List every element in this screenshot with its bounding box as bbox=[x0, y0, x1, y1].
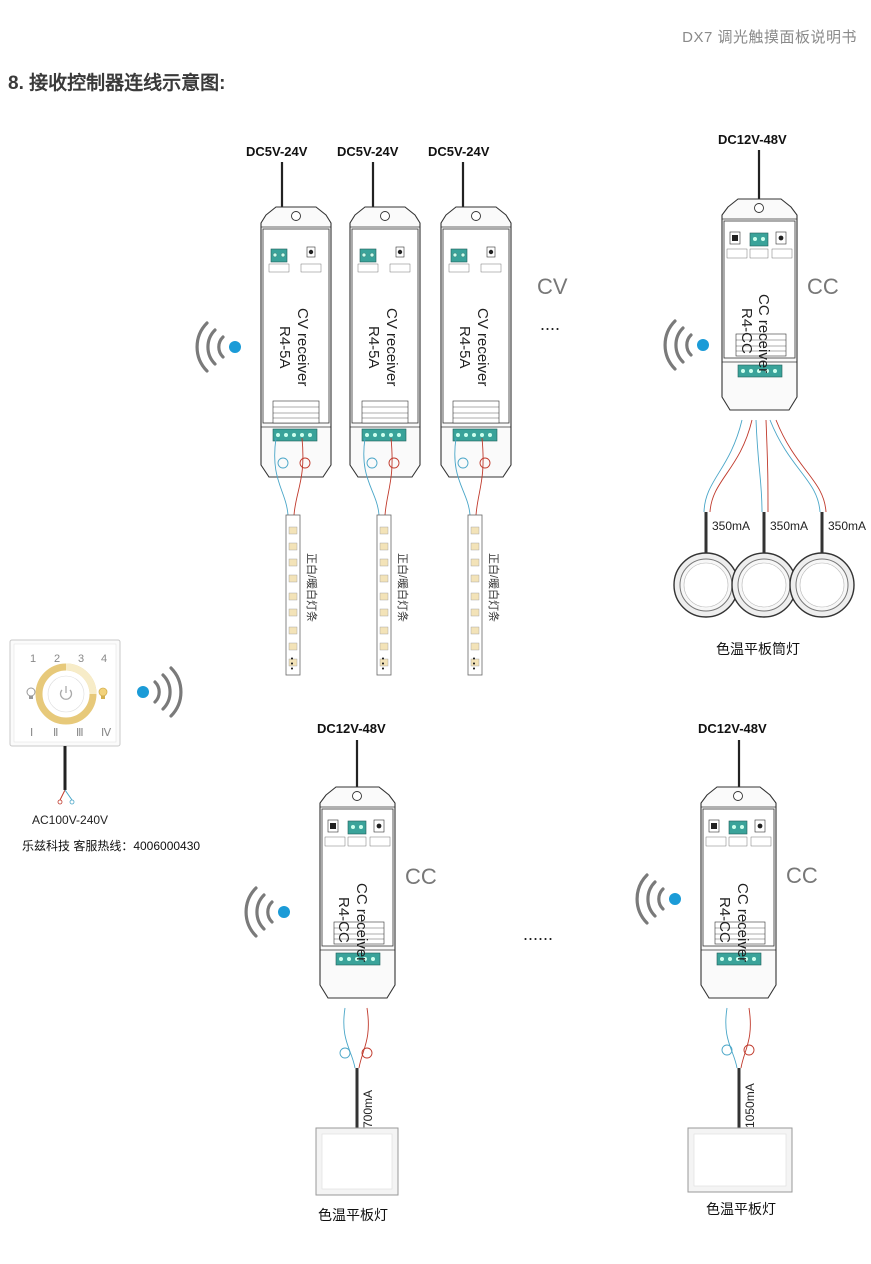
cc-br-lamp-label: 色温平板灯 bbox=[706, 1201, 776, 1217]
cc-top-receiver-model: R4-CC bbox=[738, 308, 755, 354]
wireless-signal-icon bbox=[663, 319, 711, 371]
cc-bl-receiver-name: CC receiver bbox=[353, 883, 370, 962]
svg-text:...: ... bbox=[378, 656, 398, 671]
cc-br-current: 1050mA bbox=[743, 1083, 757, 1128]
cc-br-receiver-name: CC receiver bbox=[734, 883, 751, 962]
cv-receiver-2-model: R4-5A bbox=[365, 326, 382, 369]
cc-top-group: DC12V-48V CC CC receiver R4-CC 350mA 350… bbox=[663, 132, 866, 657]
cc-br-mode-label: CC bbox=[786, 863, 818, 888]
cc-bl-current: 700mA bbox=[361, 1090, 375, 1128]
cc-top-receiver-name: CC receiver bbox=[755, 294, 772, 373]
cv-receiver-2: DC5V-24V CV receiver R4-5A 正白/暖白灯条 ... bbox=[337, 144, 421, 676]
cv-strip-2-label: 正白/暖白灯条 bbox=[396, 553, 410, 622]
cc-top-mode-label: CC bbox=[807, 274, 839, 299]
wireless-signal-icon bbox=[244, 886, 292, 938]
cv-strip-1-label: 正白/暖白灯条 bbox=[305, 553, 319, 622]
svg-text:...: ... bbox=[287, 656, 307, 671]
cc-top-current-3: 350mA bbox=[828, 519, 866, 533]
cc-bl-mode-label: CC bbox=[405, 864, 437, 889]
cv-mode-label: CV bbox=[537, 274, 568, 299]
document-title: DX7 调光触摸面板说明书 bbox=[682, 29, 857, 46]
cc-bl-receiver-model: R4-CC bbox=[335, 897, 352, 943]
cv-ellipsis: .... bbox=[540, 314, 560, 334]
wireless-signal-icon bbox=[137, 666, 183, 718]
cv-receiver-2-name: CV receiver bbox=[383, 308, 400, 386]
cv-receiver-3-voltage: DC5V-24V bbox=[428, 144, 490, 159]
cc-bottom-left-group: DC12V-48V CC CC receiver R4-CC 700mA 色温平… bbox=[244, 721, 437, 1223]
brand-hotline: 乐兹科技 客服热线：4006000430 bbox=[22, 838, 200, 853]
svg-text:...: ... bbox=[469, 656, 489, 671]
cc-bottom-right-group: DC12V-48V CC CC receiver R4-CC 1050mA 色温… bbox=[635, 721, 818, 1217]
zone-4-label: 4 bbox=[101, 653, 107, 665]
zone-I-label: Ⅰ bbox=[30, 727, 33, 739]
downlight-3 bbox=[789, 552, 855, 618]
cv-receiver-3: DC5V-24V CV receiver R4-5A 正白/暖白灯条 ... bbox=[428, 144, 512, 676]
power-icon bbox=[59, 686, 73, 700]
cv-receiver-1: DC5V-24V CV receiver R4-5A 正白/暖白灯条 ... bbox=[246, 144, 332, 676]
cc-top-lamp-label: 色温平板筒灯 bbox=[716, 641, 800, 657]
cc-ellipsis: ...... bbox=[523, 924, 553, 944]
cv-receiver-1-model: R4-5A bbox=[276, 326, 293, 369]
section-title: 8. 接收控制器连线示意图: bbox=[8, 73, 226, 94]
cc-top-current-2: 350mA bbox=[770, 519, 808, 533]
cv-receiver-1-voltage: DC5V-24V bbox=[246, 144, 308, 159]
panel-power-label: AC100V-240V bbox=[32, 813, 108, 827]
zone-3-label: 3 bbox=[78, 653, 84, 665]
zone-1-label: 1 bbox=[30, 653, 36, 665]
bulb-warm-icon bbox=[98, 687, 108, 699]
downlight-2 bbox=[731, 552, 797, 618]
dx7-touch-panel: 1 2 3 4 Ⅰ Ⅱ Ⅲ Ⅳ bbox=[9, 639, 200, 853]
cc-top-voltage: DC12V-48V bbox=[718, 132, 787, 147]
cc-br-receiver-model: R4-CC bbox=[716, 897, 733, 943]
cv-strip-3-label: 正白/暖白灯条 bbox=[487, 553, 501, 622]
cv-receiver-3-model: R4-5A bbox=[456, 326, 473, 369]
downlight-1 bbox=[673, 552, 739, 618]
wireless-signal-icon bbox=[195, 321, 243, 373]
cv-group: CV .... DC5V-24V CV receiver R4-5A 正白/暖白… bbox=[195, 144, 568, 676]
cc-bl-voltage: DC12V-48V bbox=[317, 721, 386, 736]
cv-receiver-1-name: CV receiver bbox=[294, 308, 311, 386]
cc-top-current-1: 350mA bbox=[712, 519, 750, 533]
cc-bl-lamp-label: 色温平板灯 bbox=[318, 1207, 388, 1223]
zone-IV-label: Ⅳ bbox=[101, 727, 112, 739]
zone-II-label: Ⅱ bbox=[53, 727, 58, 739]
cv-receiver-3-name: CV receiver bbox=[474, 308, 491, 386]
wireless-signal-icon bbox=[635, 873, 683, 925]
zone-2-label: 2 bbox=[54, 653, 60, 665]
cv-receiver-2-voltage: DC5V-24V bbox=[337, 144, 399, 159]
cc-br-voltage: DC12V-48V bbox=[698, 721, 767, 736]
zone-III-label: Ⅲ bbox=[76, 727, 84, 739]
bulb-cool-icon bbox=[26, 687, 36, 699]
